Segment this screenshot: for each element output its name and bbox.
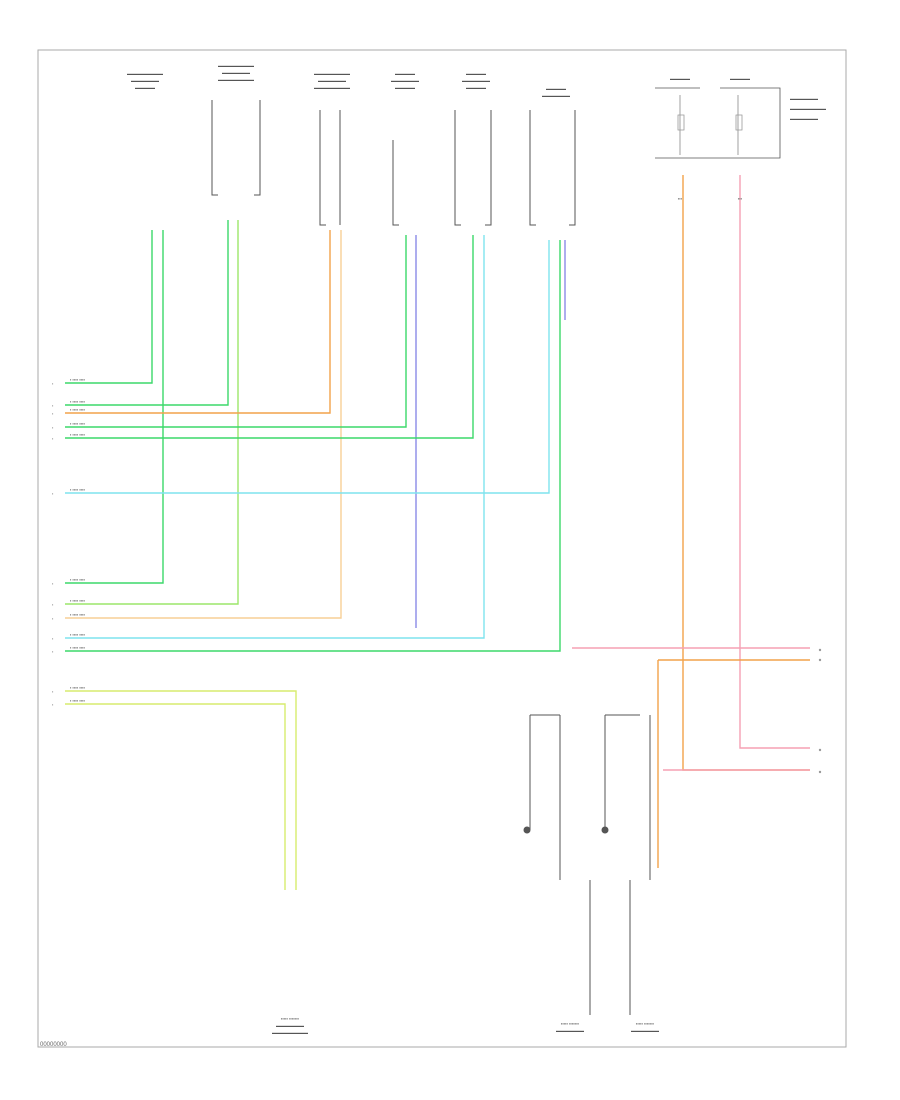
- bottom-left-component-label: ▪▪▪▪▪ ▪▪▪▪▪▪▪: [281, 1016, 300, 1021]
- wire-label: ▪ ▪▪▪▪ ▪▪▪▪: [70, 645, 86, 650]
- svg-text:▪: ▪: [52, 702, 54, 707]
- fuse-block-label-2: ▬▬▬▬▬: [730, 76, 750, 81]
- wire-label: ▪ ▪▪▪▪ ▪▪▪▪: [70, 377, 86, 382]
- wire: [65, 690, 297, 890]
- wire: [739, 175, 810, 749]
- left-wire-labels: ▪ ▪▪▪▪ ▪▪▪▪ ▪ ▪▪▪▪ ▪▪▪▪ ▪ ▪▪▪▪ ▪▪▪▪ ▪ ▪▪…: [70, 377, 86, 703]
- fuse-block: [655, 87, 781, 159]
- component-3-label-2: ▬▬▬▬▬▬▬: [318, 78, 346, 83]
- right-terminals: [818, 648, 822, 774]
- component-6-label-2: ▬▬▬▬▬▬▬: [542, 93, 570, 98]
- component-1-label-3: ▬▬▬▬▬: [135, 85, 155, 90]
- component-5-label: ▬▬▬▬▬: [466, 71, 486, 76]
- svg-text:▪: ▪: [52, 411, 54, 416]
- component-2-label-3: ▬▬▬▬▬▬▬▬▬: [218, 77, 254, 82]
- wire: [682, 175, 810, 771]
- bottom-left-component-label-2: ▬▬▬▬▬▬▬: [276, 1023, 304, 1028]
- wire: [65, 220, 229, 406]
- component-brackets: [211, 100, 576, 226]
- svg-text:▪: ▪: [52, 616, 54, 621]
- wire: [65, 220, 239, 605]
- left-pin-numbers: ▪ ▪ ▪ ▪ ▪ ▪ ▪ ▪ ▪ ▪ ▪ ▪ ▪: [52, 381, 54, 707]
- component-labels-top: ▬▬▬▬▬▬▬▬▬ ▬▬▬▬▬▬▬ ▬▬▬▬▬ ▬▬▬▬▬▬▬▬▬ ▬▬▬▬▬▬…: [127, 63, 826, 121]
- wire: [65, 230, 164, 584]
- component-3-label-3: ▬▬▬▬▬▬▬▬▬: [314, 85, 350, 90]
- fuse-label: ▪▪▪: [738, 196, 743, 201]
- component-1-label: ▬▬▬▬▬▬▬▬▬: [127, 71, 163, 76]
- bottom-right-component-label: ▪▪▪▪▪ ▪▪▪▪▪▪▪: [636, 1021, 655, 1026]
- component-2-label-2: ▬▬▬▬▬▬▬: [222, 70, 250, 75]
- component-4-label-3: ▬▬▬▬▬: [395, 85, 415, 90]
- component-5-label-2: ▬▬▬▬▬▬▬: [462, 78, 490, 83]
- component-3-label: ▬▬▬▬▬▬▬▬▬: [314, 71, 350, 76]
- wire: [65, 240, 561, 652]
- svg-text:▪: ▪: [52, 689, 54, 694]
- wire-label: ▪ ▪▪▪▪ ▪▪▪▪: [70, 407, 86, 412]
- wire-layer: [65, 175, 810, 890]
- wire-label: ▪ ▪▪▪▪ ▪▪▪▪: [70, 421, 86, 426]
- wire: [65, 230, 153, 384]
- component-4-label-2: ▬▬▬▬▬▬▬: [391, 78, 419, 83]
- component-1-label-2: ▬▬▬▬▬▬▬: [131, 78, 159, 83]
- svg-text:▪: ▪: [52, 381, 54, 386]
- wire-label: ▪ ▪▪▪▪ ▪▪▪▪: [70, 399, 86, 404]
- wire-label: ▪ ▪▪▪▪ ▪▪▪▪: [70, 698, 86, 703]
- wire-label: ▪ ▪▪▪▪ ▪▪▪▪: [70, 432, 86, 437]
- fuse-block-side-label-2: ▬▬▬▬▬▬▬▬▬: [790, 106, 826, 111]
- bottom-left-component-label-3: ▬▬▬▬▬▬▬▬▬: [272, 1030, 308, 1035]
- bottom-mid-component-label-2: ▬▬▬▬▬▬▬: [556, 1028, 584, 1033]
- footer-code: 00000000: [40, 1042, 67, 1048]
- component-6-label: ▬▬▬▬▬: [546, 86, 566, 91]
- wire-label: ▪ ▪▪▪▪ ▪▪▪▪: [70, 487, 86, 492]
- wire: [65, 235, 474, 439]
- wire: [65, 235, 485, 639]
- svg-text:▪: ▪: [52, 436, 54, 441]
- svg-text:▪: ▪: [52, 425, 54, 430]
- fuse-label: ▪▪▪: [678, 196, 683, 201]
- wire: [65, 230, 342, 619]
- bottom-labels: ▪▪▪▪▪ ▪▪▪▪▪▪▪ ▬▬▬▬▬▬▬ ▬▬▬▬▬▬▬▬▬ ▪▪▪▪▪ ▪▪…: [272, 196, 743, 1035]
- wire-label: ▪ ▪▪▪▪ ▪▪▪▪: [70, 598, 86, 603]
- bottom-right-component-label-2: ▬▬▬▬▬▬▬: [631, 1028, 659, 1033]
- wire-label: ▪ ▪▪▪▪ ▪▪▪▪: [70, 685, 86, 690]
- wire: [65, 240, 550, 494]
- svg-text:▪: ▪: [52, 491, 54, 496]
- svg-text:▪: ▪: [52, 636, 54, 641]
- svg-text:▪: ▪: [52, 403, 54, 408]
- bottom-mid-component-label: ▪▪▪▪▪ ▪▪▪▪▪▪▪: [561, 1021, 580, 1026]
- fuse-block-side-label-3: ▬▬▬▬▬▬▬: [790, 116, 818, 121]
- svg-text:▪: ▪: [52, 602, 54, 607]
- svg-text:▪: ▪: [52, 581, 54, 586]
- component-5-label-3: ▬▬▬▬▬: [466, 85, 486, 90]
- fuse-block-side-label: ▬▬▬▬▬▬▬: [790, 96, 818, 101]
- fuse-block-label-1: ▬▬▬▬▬: [670, 76, 690, 81]
- svg-text:▪: ▪: [52, 649, 54, 654]
- bottom-right-components: [523, 714, 651, 1015]
- wire-label: ▪ ▪▪▪▪ ▪▪▪▪: [70, 577, 86, 582]
- wire: [65, 230, 331, 414]
- component-4-label: ▬▬▬▬▬: [395, 71, 415, 76]
- wire: [65, 235, 407, 428]
- diagram-border: [37, 49, 847, 1048]
- wire-label: ▪ ▪▪▪▪ ▪▪▪▪: [70, 632, 86, 637]
- wire-label: ▪ ▪▪▪▪ ▪▪▪▪: [70, 612, 86, 617]
- wire: [657, 659, 810, 868]
- component-2-label: ▬▬▬▬▬▬▬▬▬: [218, 63, 254, 68]
- wire: [65, 703, 286, 890]
